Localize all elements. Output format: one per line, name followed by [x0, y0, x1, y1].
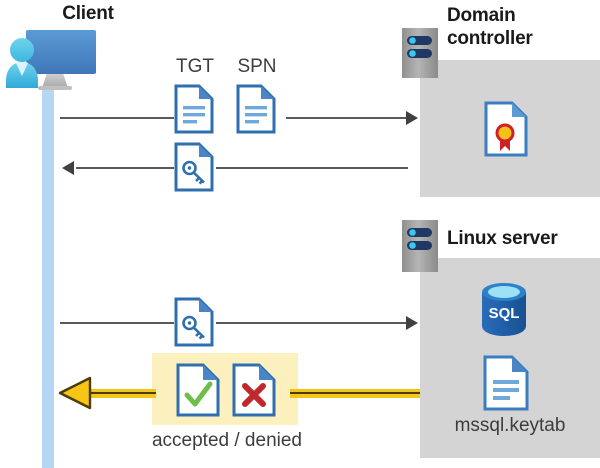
text-document-icon — [236, 84, 276, 134]
arrowhead-left — [58, 376, 94, 410]
key-document-icon — [174, 142, 214, 192]
domain-controller-title: Domain controller — [447, 5, 533, 49]
spn-label: SPN — [237, 56, 277, 77]
sql-database-icon: SQL — [478, 281, 530, 337]
arrowhead-right — [406, 111, 418, 125]
client-workstation-icon — [4, 26, 104, 96]
flow-line-client-to-dc — [286, 117, 408, 119]
client-lifeline — [42, 88, 54, 468]
server-tower-icon — [402, 220, 438, 272]
linux-server-title: Linux server — [447, 228, 558, 249]
flow-line-dc-to-client — [76, 167, 174, 169]
flow-line-dc-to-client — [216, 167, 408, 169]
client-title: Client — [62, 3, 114, 24]
key-document-icon — [174, 297, 214, 347]
text-document-icon — [174, 84, 214, 134]
text-document-icon — [483, 355, 529, 411]
svg-text:SQL: SQL — [489, 305, 520, 322]
flow-line-client-to-linux — [216, 322, 408, 324]
keytab-filename-label: mssql.keytab — [454, 415, 566, 436]
result-highlight-box — [152, 353, 298, 425]
accepted-denied-label: accepted / denied — [151, 430, 302, 451]
check-document-icon — [176, 363, 220, 417]
cross-document-icon — [232, 363, 276, 417]
flow-line-client-to-linux — [60, 322, 174, 324]
tgt-label: TGT — [176, 56, 214, 77]
arrowhead-left — [62, 161, 74, 175]
arrowhead-right — [406, 316, 418, 330]
certificate-document-icon — [484, 101, 528, 157]
flow-line-client-to-dc — [60, 117, 174, 119]
flow-line-linux-to-client-core — [290, 392, 420, 394]
server-tower-icon — [402, 28, 438, 78]
flow-line-linux-to-client-core — [86, 392, 156, 394]
